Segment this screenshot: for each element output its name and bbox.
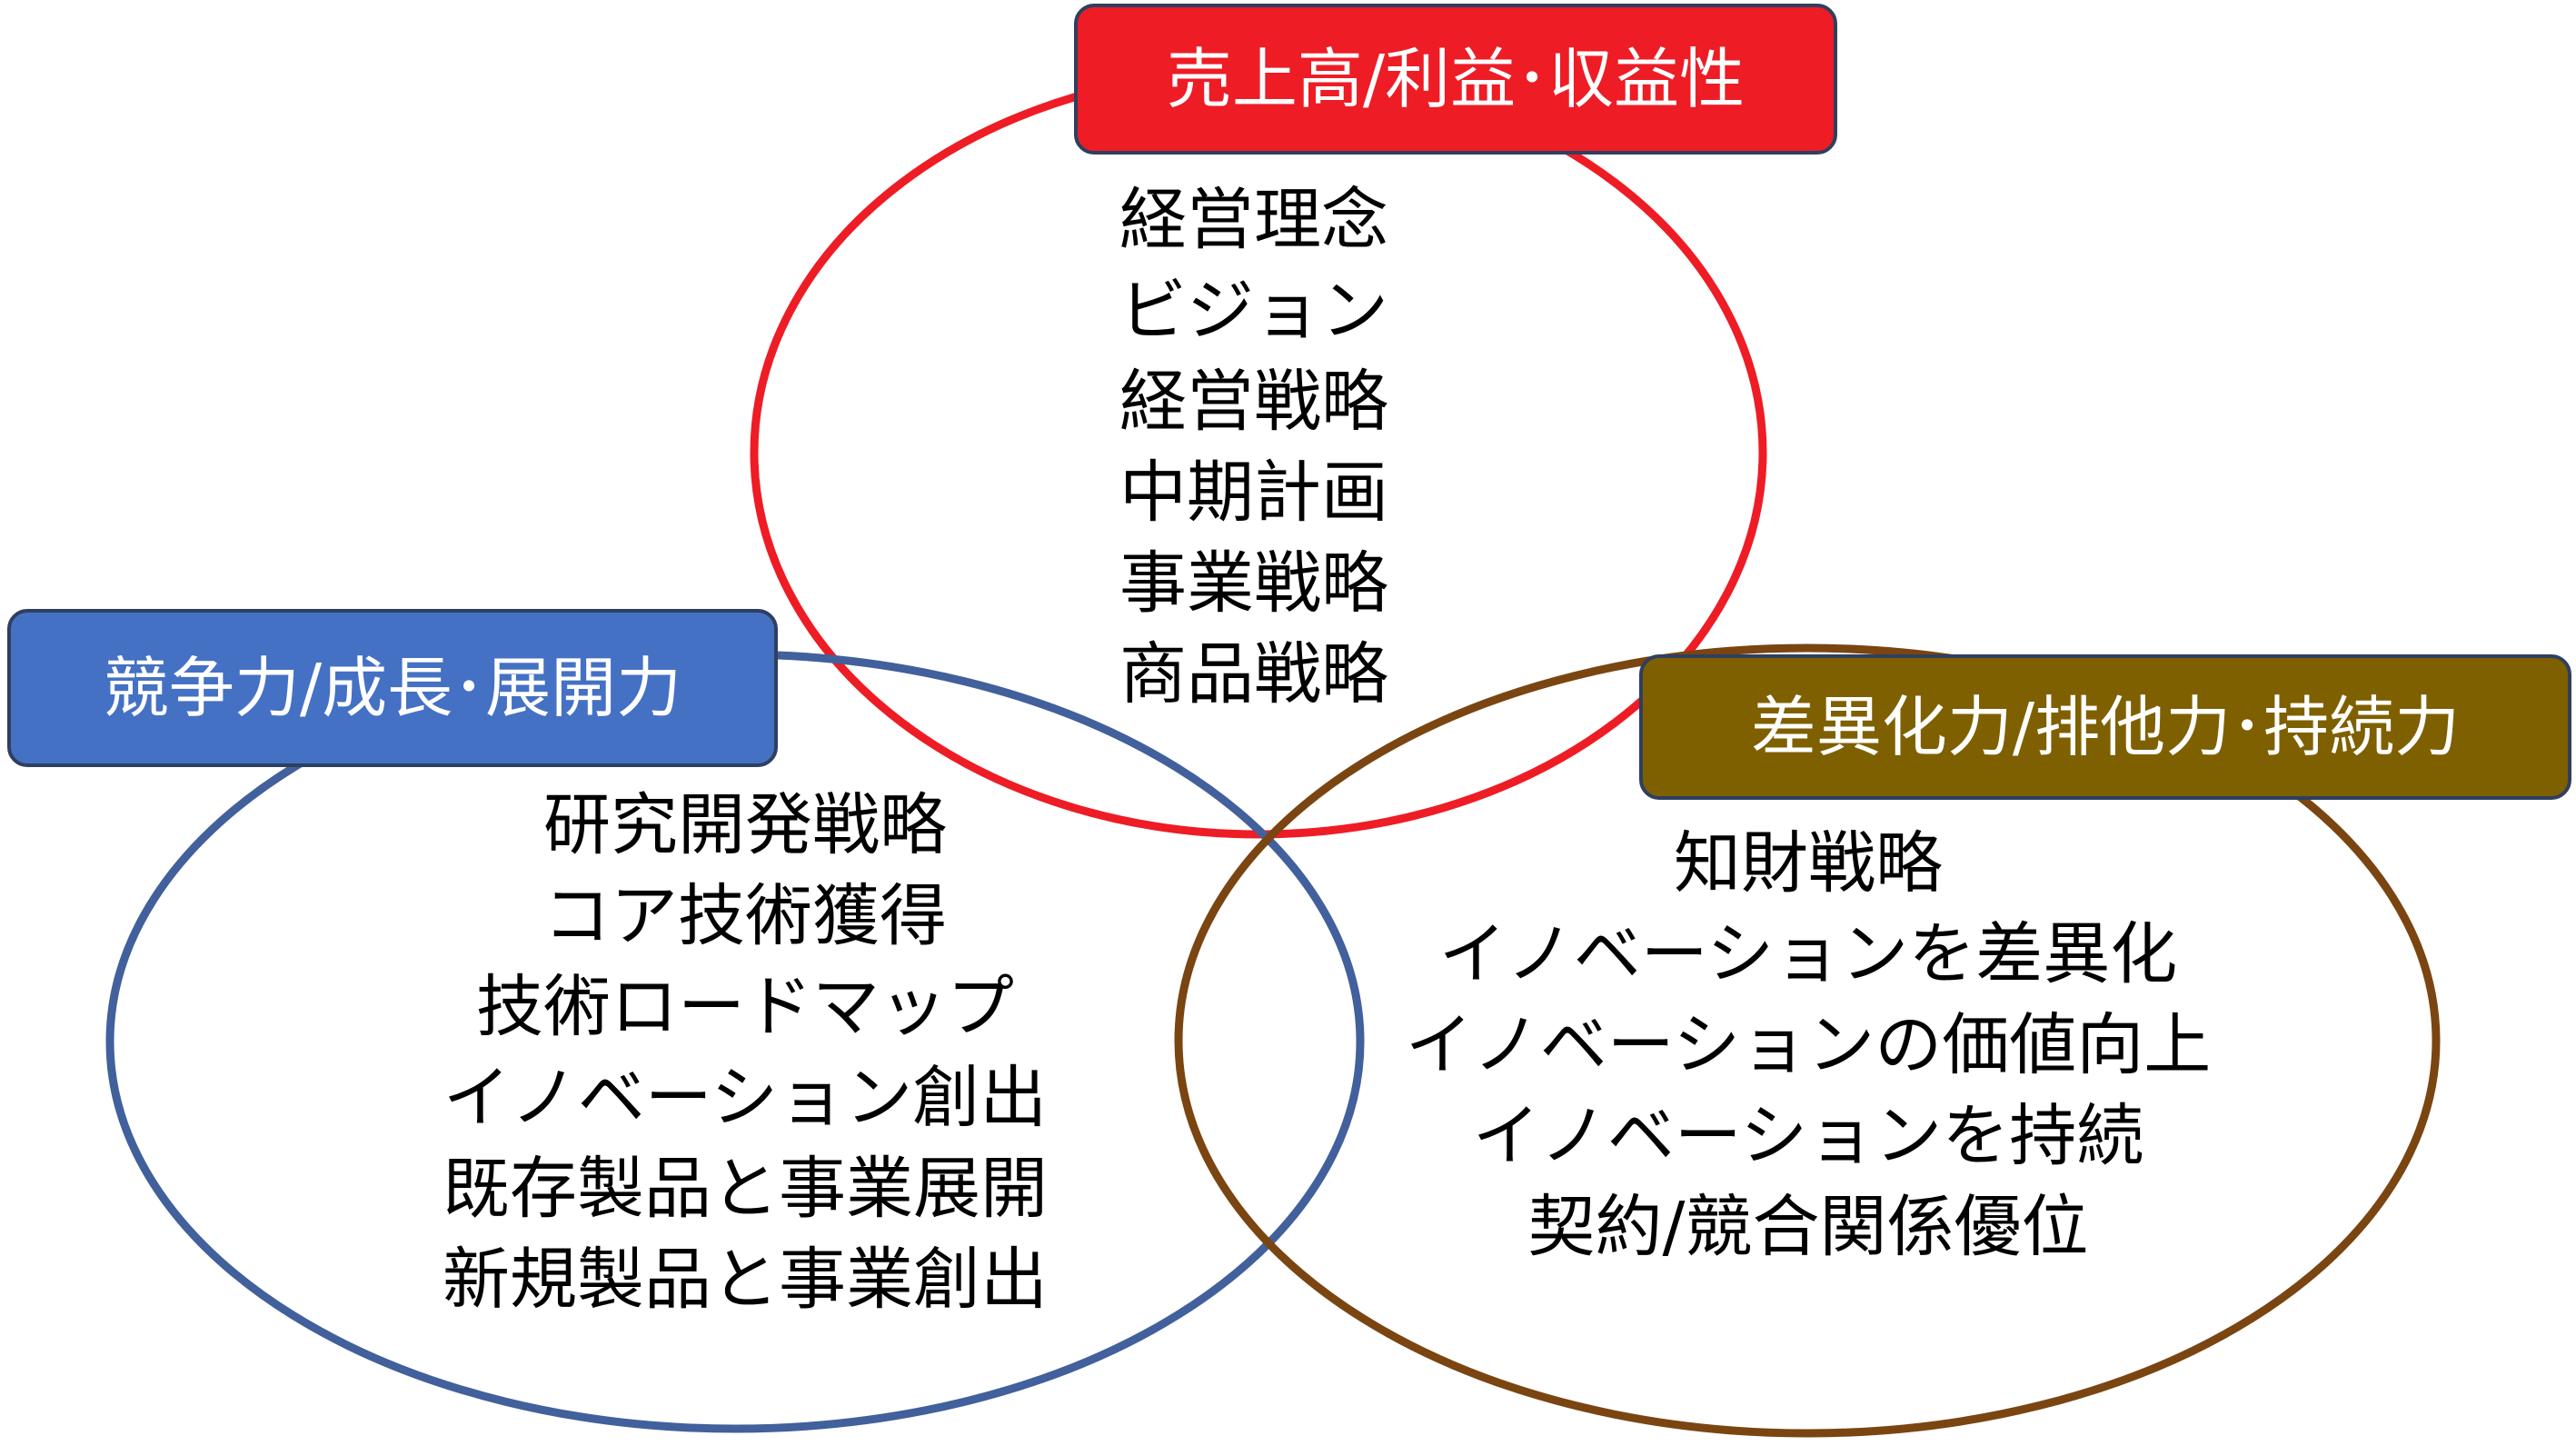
list-item: 経営理念 — [1119, 181, 1388, 259]
label-box-blue: 競争力/成長･展開力 — [7, 609, 778, 767]
list-item: 事業戦略 — [1119, 544, 1388, 623]
list-item: 研究開発戦略 — [543, 786, 947, 864]
list-item: イノベーション創出 — [443, 1059, 1048, 1137]
list-item: イノベーションを持続 — [1472, 1097, 2144, 1175]
list-item: 技術ロードマップ — [476, 968, 1014, 1046]
item-list-blue: 研究開発戦略 コア技術獲得 技術ロードマップ イノベーション創出 既存製品と事業… — [373, 780, 1118, 1325]
list-item: 商品戦略 — [1119, 635, 1388, 713]
label-box-red: 売上高/利益･収益性 — [1074, 4, 1837, 155]
list-item: イノベーションを差異化 — [1438, 915, 2178, 993]
label-red-text: 売上高/利益･収益性 — [1166, 41, 1746, 117]
list-item: イノベーションの価値向上 — [1405, 1006, 2212, 1084]
label-blue-text: 競争力/成長･展開力 — [103, 650, 682, 726]
list-item: ビジョン — [1119, 272, 1388, 350]
list-item: 中期計画 — [1119, 454, 1388, 532]
label-box-brown: 差異化力/排他力･持続力 — [1639, 654, 2571, 800]
list-item: 新規製品と事業創出 — [443, 1241, 1048, 1319]
circle-brown-differentiation — [1174, 643, 2441, 1438]
item-list-brown: 知財戦略 イノベーションを差異化 イノベーションの価値向上 イノベーションを持続… — [1372, 818, 2244, 1272]
list-item: 経営戦略 — [1119, 363, 1388, 441]
list-item: 既存製品と事業展開 — [443, 1150, 1048, 1228]
item-list-red: 経営理念 ビジョン 経営戦略 中期計画 事業戦略 商品戦略 — [981, 175, 1527, 720]
list-item: 知財戦略 — [1674, 824, 1943, 903]
label-brown-text: 差異化力/排他力･持続力 — [1750, 689, 2461, 765]
list-item: コア技術獲得 — [543, 877, 947, 955]
list-item: 契約/競合関係優位 — [1527, 1188, 2089, 1266]
